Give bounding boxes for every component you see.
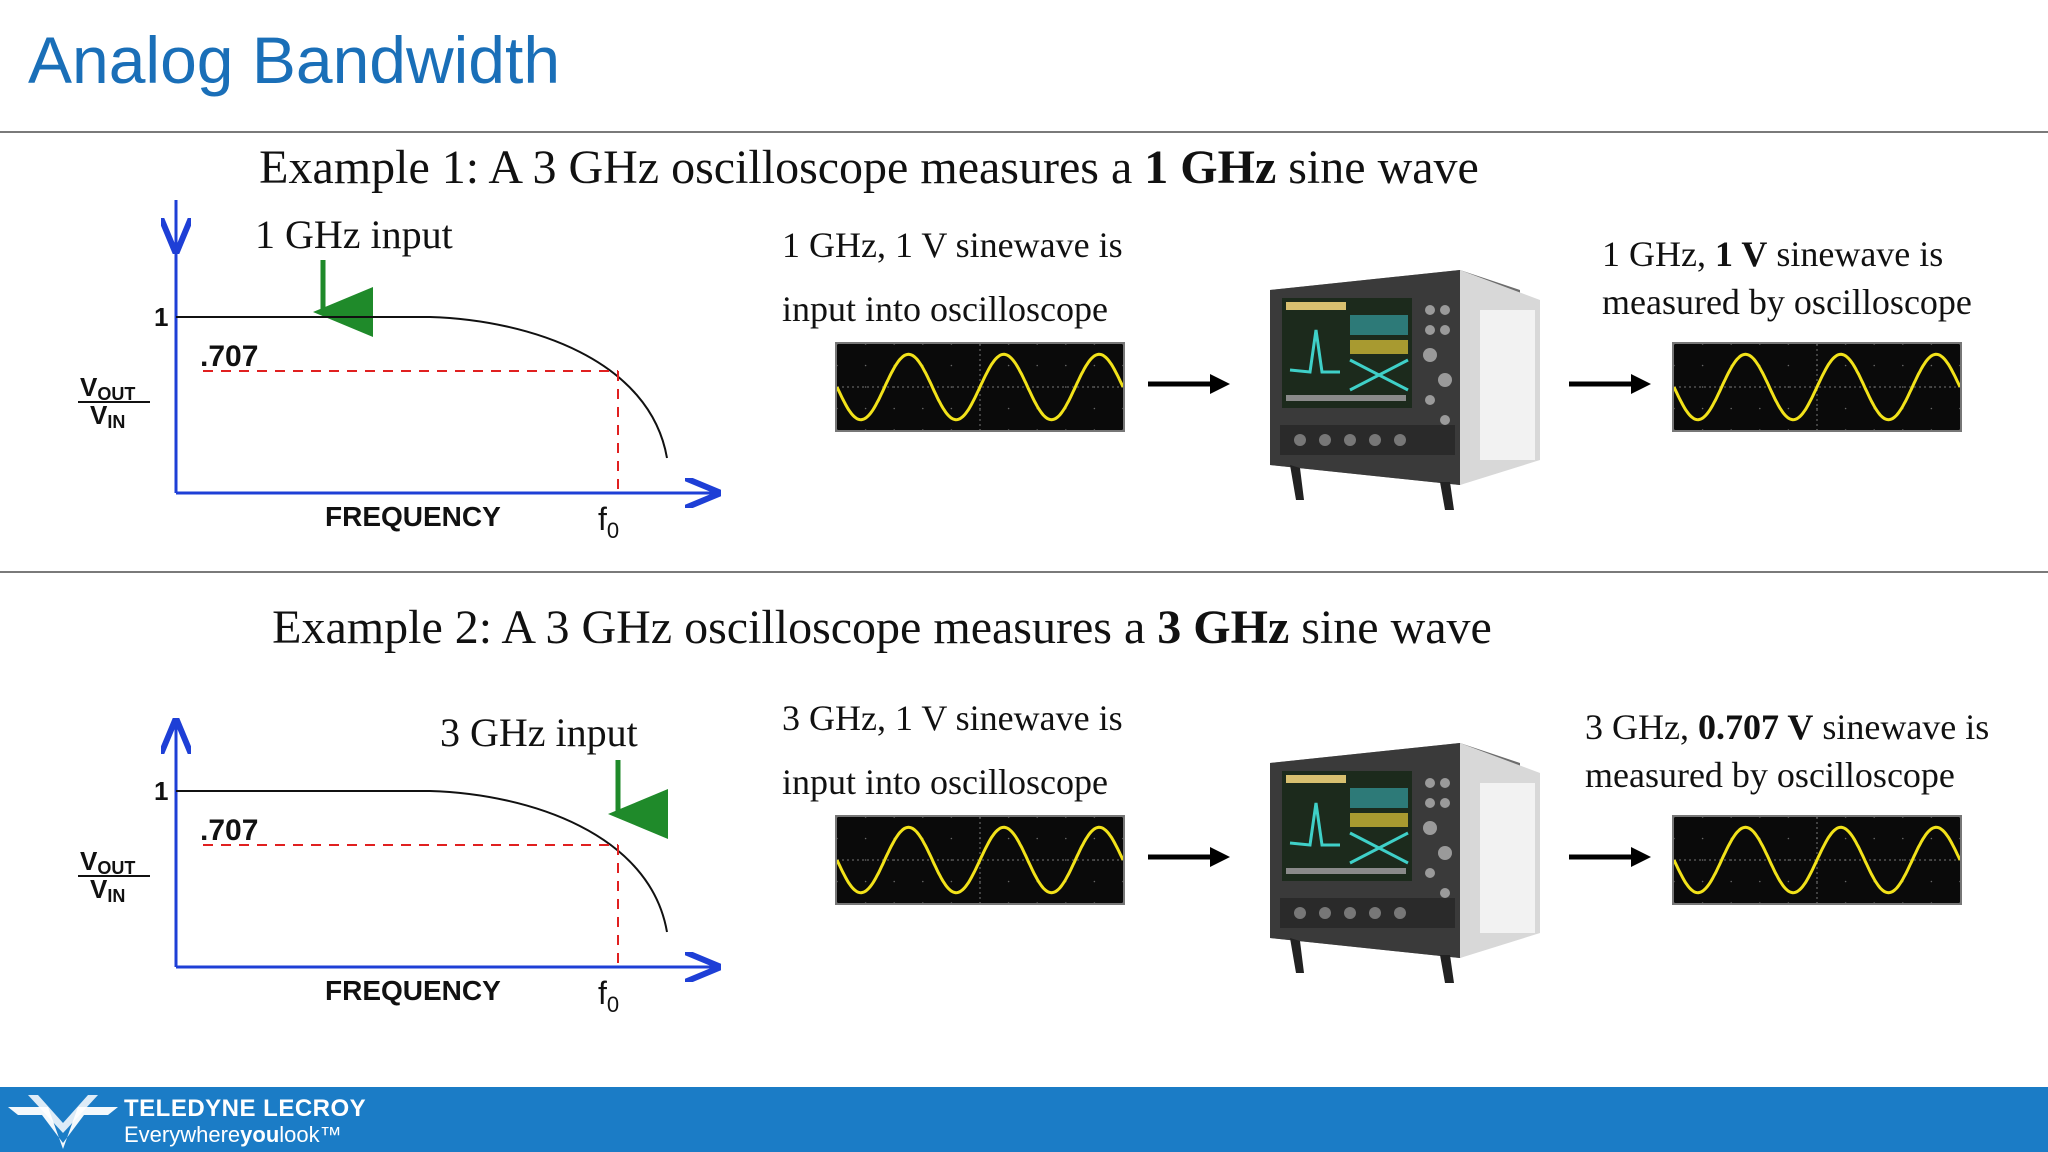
input-label: 1 GHz input <box>255 212 453 257</box>
middle-divider <box>0 571 2048 573</box>
output-waveform-display <box>1672 815 1962 905</box>
input-caption: 3 GHz, 1 V sinewave is input into oscill… <box>782 698 1123 802</box>
oscilloscope-image <box>1250 733 1550 993</box>
y-tick-707: .707 <box>200 340 258 373</box>
y-label-vout: VOUT <box>80 372 135 404</box>
input-caption: 1 GHz, 1 V sinewave is input into oscill… <box>782 225 1123 329</box>
example-1-frequency-response-graph: 1 GHz input 1 .707 VOUT VIN FREQUENCY f0 <box>60 200 740 543</box>
x-axis-label: FREQUENCY <box>325 975 501 1006</box>
flow-arrow-out <box>1569 374 1651 394</box>
input-sinewave <box>835 816 1125 904</box>
y-tick-1: 1 <box>154 302 168 332</box>
teledyne-logo-icon <box>8 1095 118 1149</box>
y-label-vin: VIN <box>90 874 125 906</box>
example-1-heading: Example 1: A 3 GHz oscilloscope measures… <box>259 141 1479 194</box>
example-2-heading: Example 2: A 3 GHz oscilloscope measures… <box>272 601 1492 654</box>
example-2: Example 2: A 3 GHz oscilloscope measures… <box>0 474 2048 1017</box>
output-sinewave <box>1672 343 1962 431</box>
input-sinewave <box>835 343 1125 431</box>
oscilloscope-image <box>1250 260 1550 520</box>
output-caption: 3 GHz, 0.707 V sinewave is measured by o… <box>1585 707 1990 795</box>
example-1: Example 1: A 3 GHz oscilloscope measures… <box>0 0 2048 543</box>
top-divider <box>0 131 2048 133</box>
sinewave-trace <box>1672 825 1962 895</box>
input-waveform-display <box>835 815 1125 905</box>
y-tick-1: 1 <box>154 776 168 806</box>
output-caption: 1 GHz, 1 V sinewave is measured by oscil… <box>1602 234 1972 322</box>
tagline: Everywhereyoulook™ <box>124 1122 342 1147</box>
slide-title: Analog Bandwidth <box>28 23 561 97</box>
y-label-vin: VIN <box>90 400 125 432</box>
cutoff-label: f0 <box>598 501 619 543</box>
flow-arrow-in <box>1148 847 1230 867</box>
y-label-vout: VOUT <box>80 846 135 878</box>
sinewave-trace <box>835 352 1125 422</box>
cutoff-label: f0 <box>598 975 619 1017</box>
brand-name: TELEDYNE LECROY <box>124 1095 367 1122</box>
output-waveform-display <box>1672 342 1962 432</box>
flow-arrow-in <box>1148 374 1230 394</box>
y-tick-707: .707 <box>200 814 258 847</box>
footer-bar: TELEDYNE LECROY Everywhereyoulook™ <box>0 1087 2048 1152</box>
output-sinewave <box>1672 816 1962 904</box>
response-curve <box>176 316 668 459</box>
example-2-frequency-response-graph: 3 GHz input 1 .707 VOUT VIN FREQUENCY f0 <box>60 674 740 1017</box>
x-axis-label: FREQUENCY <box>325 501 501 532</box>
response-curve <box>176 790 668 933</box>
input-waveform-display <box>835 342 1125 432</box>
sinewave-trace <box>1672 352 1962 422</box>
sinewave-trace <box>835 825 1125 895</box>
flow-arrow-out <box>1569 847 1651 867</box>
input-label: 3 GHz input <box>440 710 638 755</box>
